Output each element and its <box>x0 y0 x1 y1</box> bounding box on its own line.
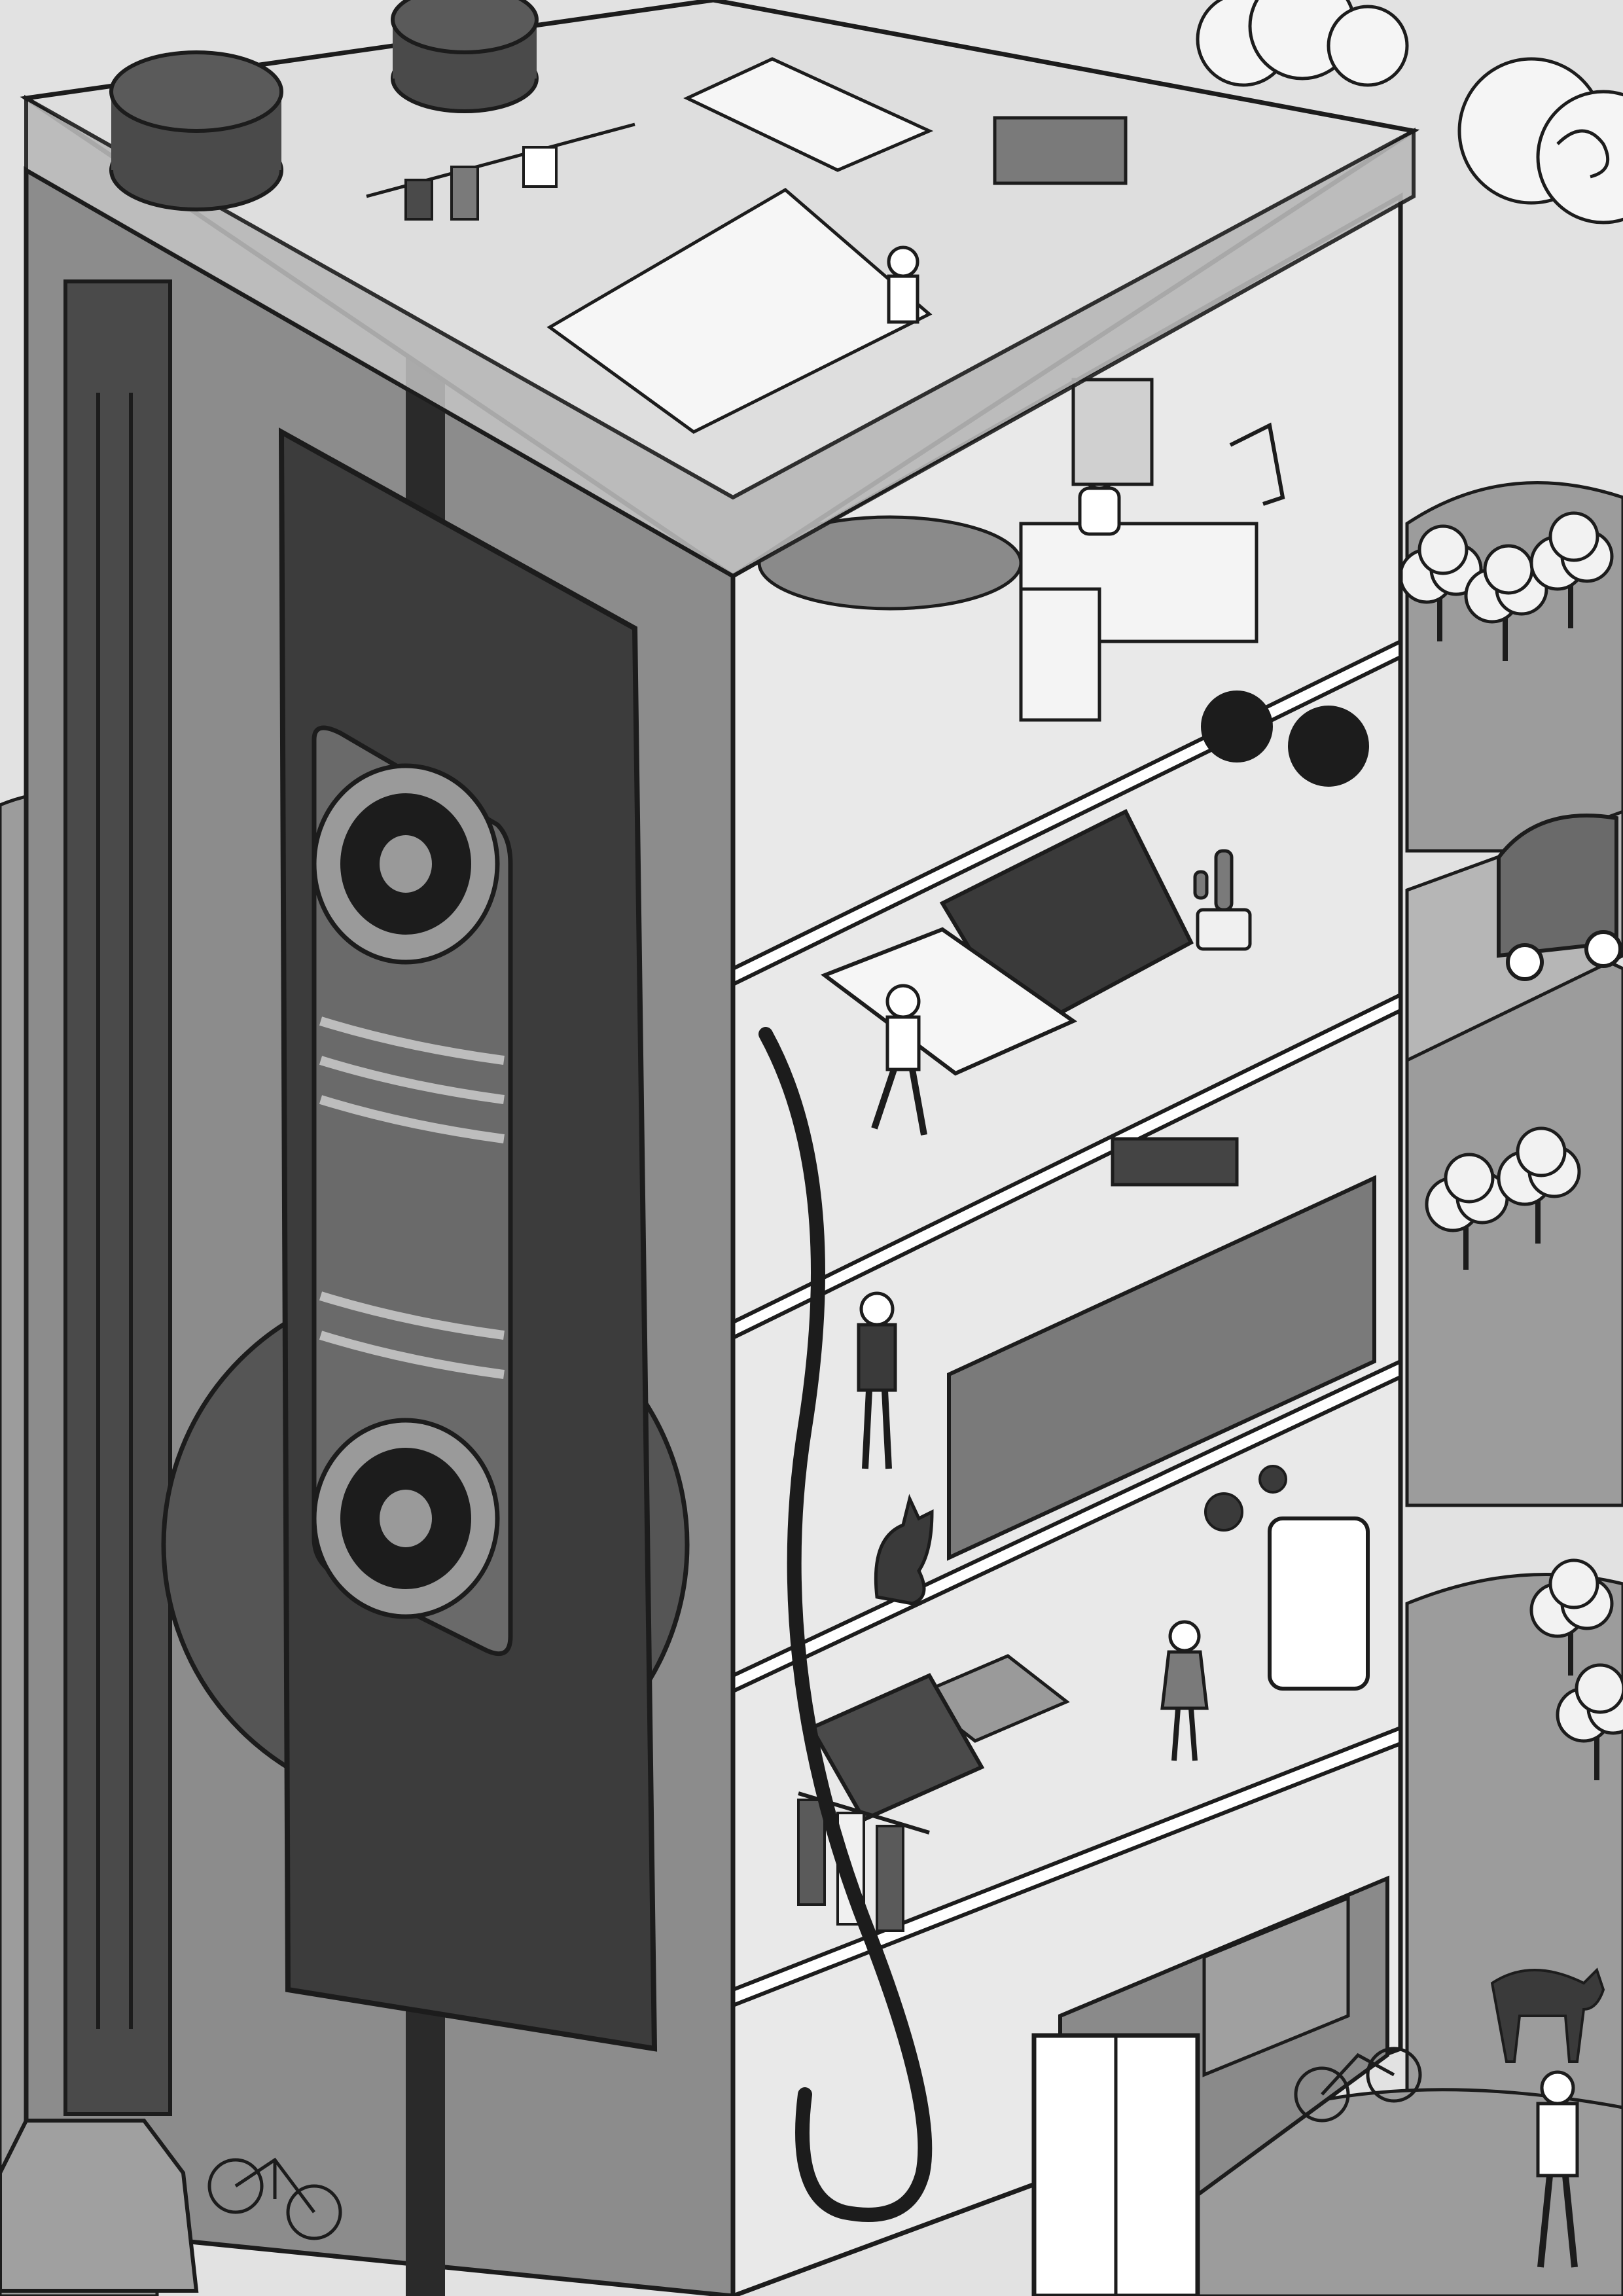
bicycle-icon <box>1294 2047 1422 2123</box>
laundry <box>450 166 479 221</box>
tape-spool <box>319 1016 505 1379</box>
vinyl-record-icon <box>1201 691 1273 762</box>
cactus-icon <box>1193 849 1252 951</box>
laundry <box>522 146 558 188</box>
kitchen-island <box>947 1175 1376 1561</box>
tree-icon <box>1529 511 1614 628</box>
tower-interior-face <box>730 192 1403 2296</box>
game-table <box>993 116 1128 185</box>
drying-rug <box>546 187 933 434</box>
desk <box>1019 522 1258 643</box>
desk-lamp <box>1229 422 1285 506</box>
trees <box>1399 511 1623 1780</box>
dog-icon <box>874 1494 934 1605</box>
person-icon <box>857 1291 897 1469</box>
car-icon <box>0 2119 199 2293</box>
stove <box>1111 1137 1239 1187</box>
bookshelf <box>1071 378 1154 486</box>
clouds <box>1196 0 1623 224</box>
tower-side-panel <box>63 279 172 2116</box>
rooftop-edge <box>24 94 1416 579</box>
yoga-mat <box>683 57 934 172</box>
bicycle-icon <box>207 2157 342 2240</box>
person-icon <box>887 245 919 324</box>
water-tank-icon <box>109 50 283 211</box>
person-icon <box>1160 1620 1209 1761</box>
room-kitchen <box>857 1137 1376 1605</box>
rooftop <box>20 0 1420 579</box>
tree-icon <box>1425 1153 1509 1270</box>
tree-icon <box>1497 1126 1581 1244</box>
tape-cable <box>758 1027 933 2222</box>
reel-bottom <box>312 1418 500 1619</box>
room-living <box>820 691 1369 1136</box>
room-dressing <box>797 1465 1370 1932</box>
cloud-icon <box>1196 0 1409 87</box>
reception-desk <box>1202 1895 1350 2077</box>
vinyl-record-icon <box>1288 706 1369 787</box>
tower-cassette-face <box>24 166 736 2296</box>
person-icon <box>1536 2070 1579 2268</box>
tree-icon <box>1556 1663 1623 1780</box>
person-icon <box>871 984 927 1136</box>
water-tank-icon <box>391 0 539 113</box>
laundry <box>404 179 433 221</box>
market-cart <box>1497 814 1622 981</box>
lobby <box>1031 1875 1389 2296</box>
armchair <box>808 1673 985 1822</box>
room-study <box>757 378 1285 722</box>
tree-icon <box>1529 1558 1614 1676</box>
wall-decor <box>1204 1492 1243 1532</box>
reel-top <box>312 763 500 965</box>
mirror <box>1268 1516 1370 1691</box>
desk-drawers <box>1019 587 1101 722</box>
tree-icon <box>1399 524 1483 641</box>
dog-icon <box>1490 1967 1605 2063</box>
wall-decor <box>1258 1465 1287 1494</box>
cloud-icon <box>1457 57 1623 224</box>
